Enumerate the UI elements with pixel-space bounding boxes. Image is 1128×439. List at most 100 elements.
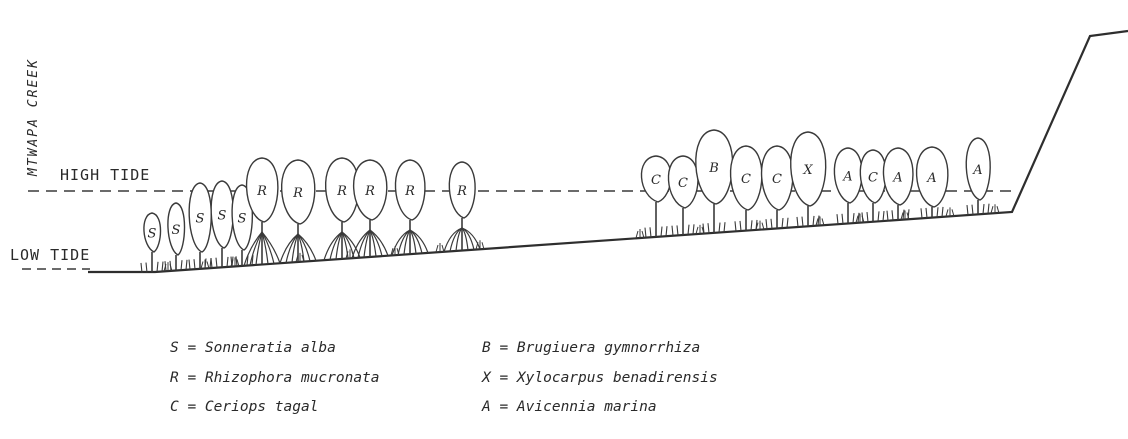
tree-label: X: [802, 163, 813, 178]
pneumatophore: [236, 256, 237, 266]
legend-item-r: R = Rhizophora mucronata: [170, 370, 380, 386]
pneumatophore: [802, 217, 803, 227]
pneumatophore: [853, 213, 854, 223]
tree-label: S: [218, 209, 227, 224]
pneumatophore: [693, 224, 694, 234]
pneumatophore: [181, 260, 182, 270]
tree-label: S: [148, 227, 157, 242]
pneumatophore: [797, 217, 798, 227]
legend-item-s: S = Sonneratia alba: [170, 340, 336, 356]
pneumatophore: [887, 211, 888, 221]
grass-tuft: [816, 216, 824, 225]
pneumatophore: [708, 223, 709, 233]
pneumatophore: [735, 221, 736, 231]
pneumatophore: [740, 221, 741, 231]
tree-s: S: [165, 203, 187, 271]
tree-label: C: [868, 171, 878, 186]
pneumatophore: [837, 214, 838, 224]
pneumatophore: [216, 258, 217, 268]
pneumatophore: [645, 228, 646, 238]
tree-r: R: [352, 160, 388, 258]
tree-label: B: [708, 161, 719, 176]
tree-s: S: [211, 181, 233, 268]
tree-c: C: [860, 150, 886, 222]
legend-item-c: C = Ceriops tagal: [170, 399, 318, 415]
low-tide-label: LOW TIDE: [10, 246, 90, 264]
pneumatophore: [194, 259, 195, 269]
grass-tuft: [436, 243, 444, 252]
high-tide-label: HIGH TIDE: [60, 166, 150, 184]
pneumatophore: [926, 208, 927, 218]
pneumatophore: [903, 210, 904, 220]
pneumatophore: [988, 204, 989, 214]
pneumatophore: [782, 218, 783, 228]
tree-label: A: [842, 170, 852, 185]
pneumatophore: [766, 219, 767, 229]
tree-label: C: [741, 172, 751, 187]
tree-c: C: [762, 146, 793, 229]
pneumatophore: [878, 211, 879, 221]
tree-label: C: [651, 173, 661, 188]
pneumatophore: [771, 219, 772, 229]
pneumatophore: [724, 222, 725, 232]
pneumatophore: [921, 208, 922, 218]
tree-s: S: [189, 183, 211, 270]
pneumatophore: [186, 260, 187, 270]
pneumatophore: [967, 205, 968, 215]
pneumatophore: [751, 220, 752, 230]
pneumatophore: [983, 204, 984, 214]
tree-c: C: [731, 146, 762, 231]
pneumatophore: [942, 207, 943, 217]
tree-label: R: [256, 184, 267, 199]
tree-r: R: [324, 158, 360, 260]
tree-c: C: [668, 156, 697, 236]
pneumatophore: [672, 226, 673, 236]
pneumatophore: [842, 214, 843, 224]
tree-s: S: [141, 213, 163, 273]
pneumatophore: [813, 216, 814, 226]
pneumatophore: [787, 218, 788, 228]
pneumatophore: [858, 213, 859, 223]
grass-tuft: [636, 229, 644, 238]
tree-label: R: [456, 184, 467, 199]
tree-label: R: [364, 184, 375, 199]
pneumatophore: [211, 258, 212, 268]
pneumatophore: [867, 212, 868, 222]
creek-label: MTWAPA CREEK: [26, 58, 41, 177]
tree-a: A: [834, 148, 862, 224]
grass-tuft: [991, 204, 999, 213]
tree-c: C: [641, 156, 670, 238]
pneumatophore: [892, 210, 893, 220]
tree-label: S: [196, 212, 205, 227]
tree-label: S: [238, 212, 247, 227]
pneumatophore: [157, 262, 158, 272]
tree-label: C: [678, 176, 688, 191]
pneumatophore: [818, 216, 819, 226]
tree-label: R: [404, 184, 415, 199]
tree-label: S: [172, 223, 181, 238]
pneumatophore: [688, 225, 689, 235]
tree-b: B: [696, 130, 733, 234]
tree-label: C: [772, 172, 782, 187]
grass-tuft: [946, 207, 954, 216]
pneumatophore: [677, 225, 678, 235]
prop-root: [410, 230, 428, 253]
tree-a: A: [917, 147, 948, 218]
pneumatophore: [227, 257, 228, 267]
tree-r: R: [392, 160, 428, 255]
tree-r: R: [444, 162, 480, 252]
tree-r: R: [280, 160, 316, 263]
pneumatophore: [661, 227, 662, 237]
tree-a: A: [883, 148, 912, 221]
legend-item-b: B = Brugiuera gymnorrhiza: [482, 340, 700, 356]
tree-x: X: [791, 132, 826, 227]
tree-label: A: [892, 171, 902, 186]
legend-item-x: X = Xylocarpus benadirensis: [482, 370, 718, 386]
pneumatophore: [883, 211, 884, 221]
tree-label: A: [972, 163, 982, 178]
pneumatophore: [162, 262, 163, 272]
pneumatophore: [719, 223, 720, 233]
tree-label: R: [292, 186, 303, 201]
